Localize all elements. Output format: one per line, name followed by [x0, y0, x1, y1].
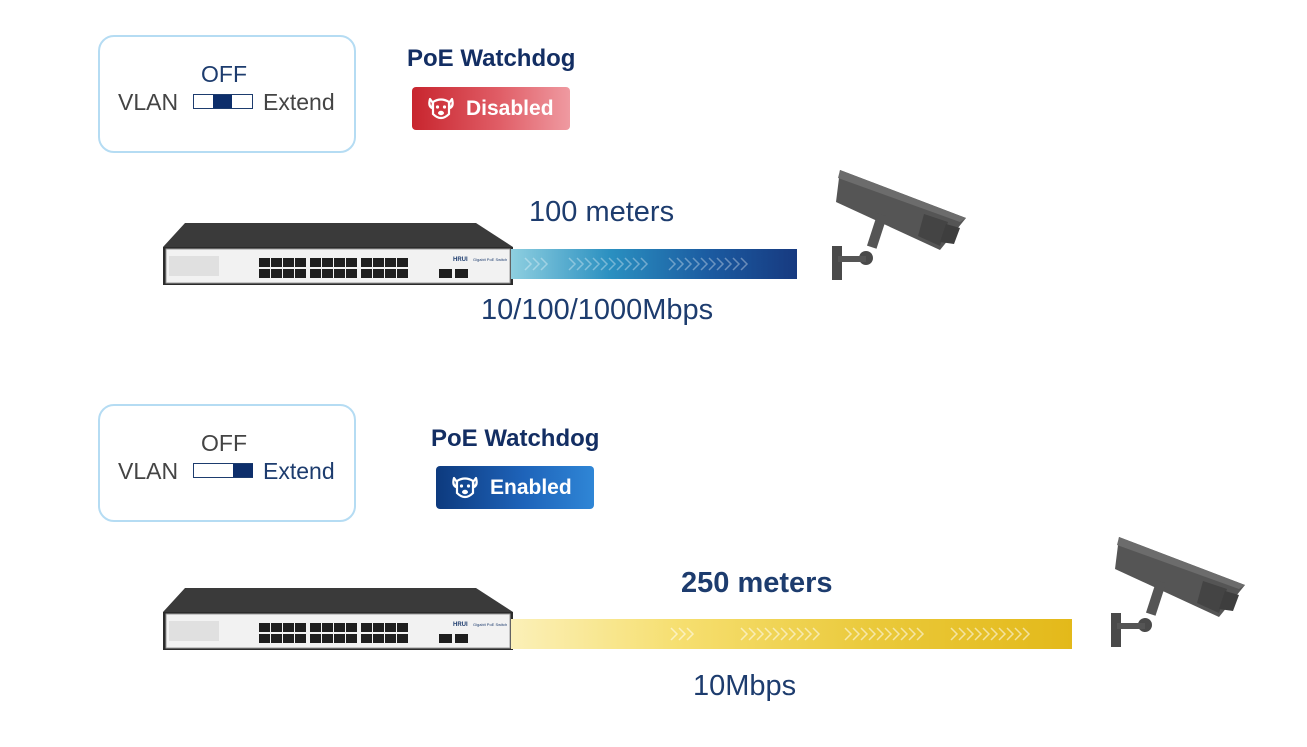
watchdog-title: PoE Watchdog [431, 425, 600, 452]
network-switch-icon: HRUI Gigabit PoE Switch [163, 223, 513, 288]
distance-label: 250 meters [681, 567, 833, 599]
speed-label: 10/100/1000Mbps [481, 294, 714, 326]
watchdog-status-text: Enabled [490, 475, 572, 499]
watchdog-status-badge: Enabled [436, 466, 594, 509]
device-brand: HRUI [453, 257, 468, 263]
security-camera-icon [1107, 537, 1247, 652]
speed-label: 10Mbps [693, 670, 797, 702]
cable-yellow [511, 619, 1072, 649]
extend-label: Extend [263, 458, 335, 484]
dip-switch [193, 94, 253, 109]
watchdog-status-badge: Disabled [412, 87, 570, 130]
dip-switch-panel: OFF VLAN Extend [98, 35, 356, 153]
device-brand: HRUI [453, 622, 468, 628]
arrow-chevrons-icon [670, 627, 1031, 641]
scenario-standard: OFF VLAN Extend PoE Watchdog Disabled [0, 0, 1307, 370]
dip-switch-state-label: OFF [201, 430, 247, 456]
arrow-chevrons-icon [524, 257, 749, 271]
network-switch-icon: HRUI Gigabit PoE Switch [163, 588, 513, 653]
device-model: Gigabit PoE Switch [473, 257, 507, 262]
dip-switch-panel: OFF VLAN Extend [98, 404, 356, 522]
extend-label: Extend [263, 89, 335, 115]
vlan-label: VLAN [118, 89, 179, 115]
security-camera-icon [828, 170, 968, 285]
cable-blue [511, 249, 797, 279]
vlan-label: VLAN [118, 458, 179, 484]
dip-switch [193, 463, 253, 478]
dog-face-icon [428, 97, 454, 119]
distance-label: 100 meters [529, 196, 675, 228]
watchdog-status-text: Disabled [466, 96, 554, 120]
device-model: Gigabit PoE Switch [473, 622, 507, 627]
scenario-extend: OFF VLAN Extend PoE Watchdog Enabled [0, 374, 1307, 744]
dog-face-icon [452, 476, 478, 498]
dip-switch-knob [233, 464, 253, 477]
dip-switch-state-label: OFF [201, 61, 247, 87]
dip-switch-knob [213, 95, 232, 108]
watchdog-title: PoE Watchdog [407, 45, 576, 72]
